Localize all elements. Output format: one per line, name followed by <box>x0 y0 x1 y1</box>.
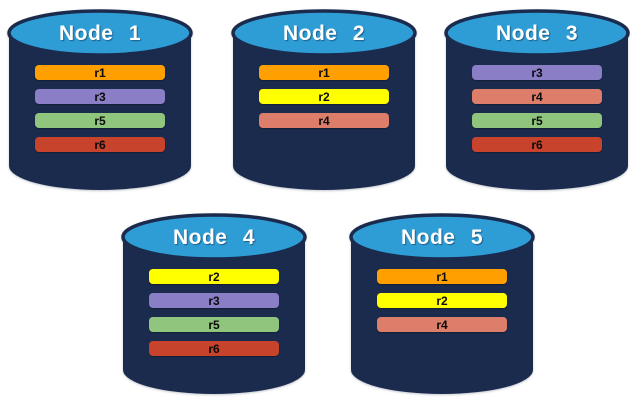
replica-bar-r2: r2 <box>149 269 279 284</box>
node-1-cylinder: Node 1 r1 r3 r5 r6 <box>6 8 194 194</box>
replica-list: r2 r3 r5 r6 <box>120 269 308 356</box>
node-label: Node 3 <box>495 22 578 45</box>
replica-bar-r4: r4 <box>259 113 389 128</box>
replica-bar-r1: r1 <box>377 269 507 284</box>
node-label: Node 5 <box>400 226 483 249</box>
replica-list: r1 r3 r5 r6 <box>6 65 194 152</box>
node-label: Node 2 <box>282 22 365 45</box>
node-label: Node 4 <box>172 226 255 249</box>
replica-list: r1 r2 r4 <box>230 65 418 128</box>
replica-bar-r6: r6 <box>149 341 279 356</box>
replica-bar-r5: r5 <box>472 113 602 128</box>
replica-bar-r6: r6 <box>472 137 602 152</box>
replica-bar-r3: r3 <box>35 89 165 104</box>
replica-list: r1 r2 r4 <box>348 269 536 332</box>
replica-bar-r3: r3 <box>472 65 602 80</box>
replica-bar-r5: r5 <box>35 113 165 128</box>
replica-bar-r2: r2 <box>377 293 507 308</box>
replica-bar-r2: r2 <box>259 89 389 104</box>
node-5-cylinder: Node 5 r1 r2 r4 <box>348 212 536 398</box>
replica-bar-r6: r6 <box>35 137 165 152</box>
replica-bar-r3: r3 <box>149 293 279 308</box>
replica-bar-r5: r5 <box>149 317 279 332</box>
node-2-cylinder: Node 2 r1 r2 r4 <box>230 8 418 194</box>
node-label: Node 1 <box>58 22 141 45</box>
node-3-cylinder: Node 3 r3 r4 r5 r6 <box>443 8 631 194</box>
replica-bar-r4: r4 <box>472 89 602 104</box>
replica-list: r3 r4 r5 r6 <box>443 65 631 152</box>
replica-bar-r1: r1 <box>35 65 165 80</box>
node-4-cylinder: Node 4 r2 r3 r5 r6 <box>120 212 308 398</box>
replica-bar-r1: r1 <box>259 65 389 80</box>
replica-bar-r4: r4 <box>377 317 507 332</box>
